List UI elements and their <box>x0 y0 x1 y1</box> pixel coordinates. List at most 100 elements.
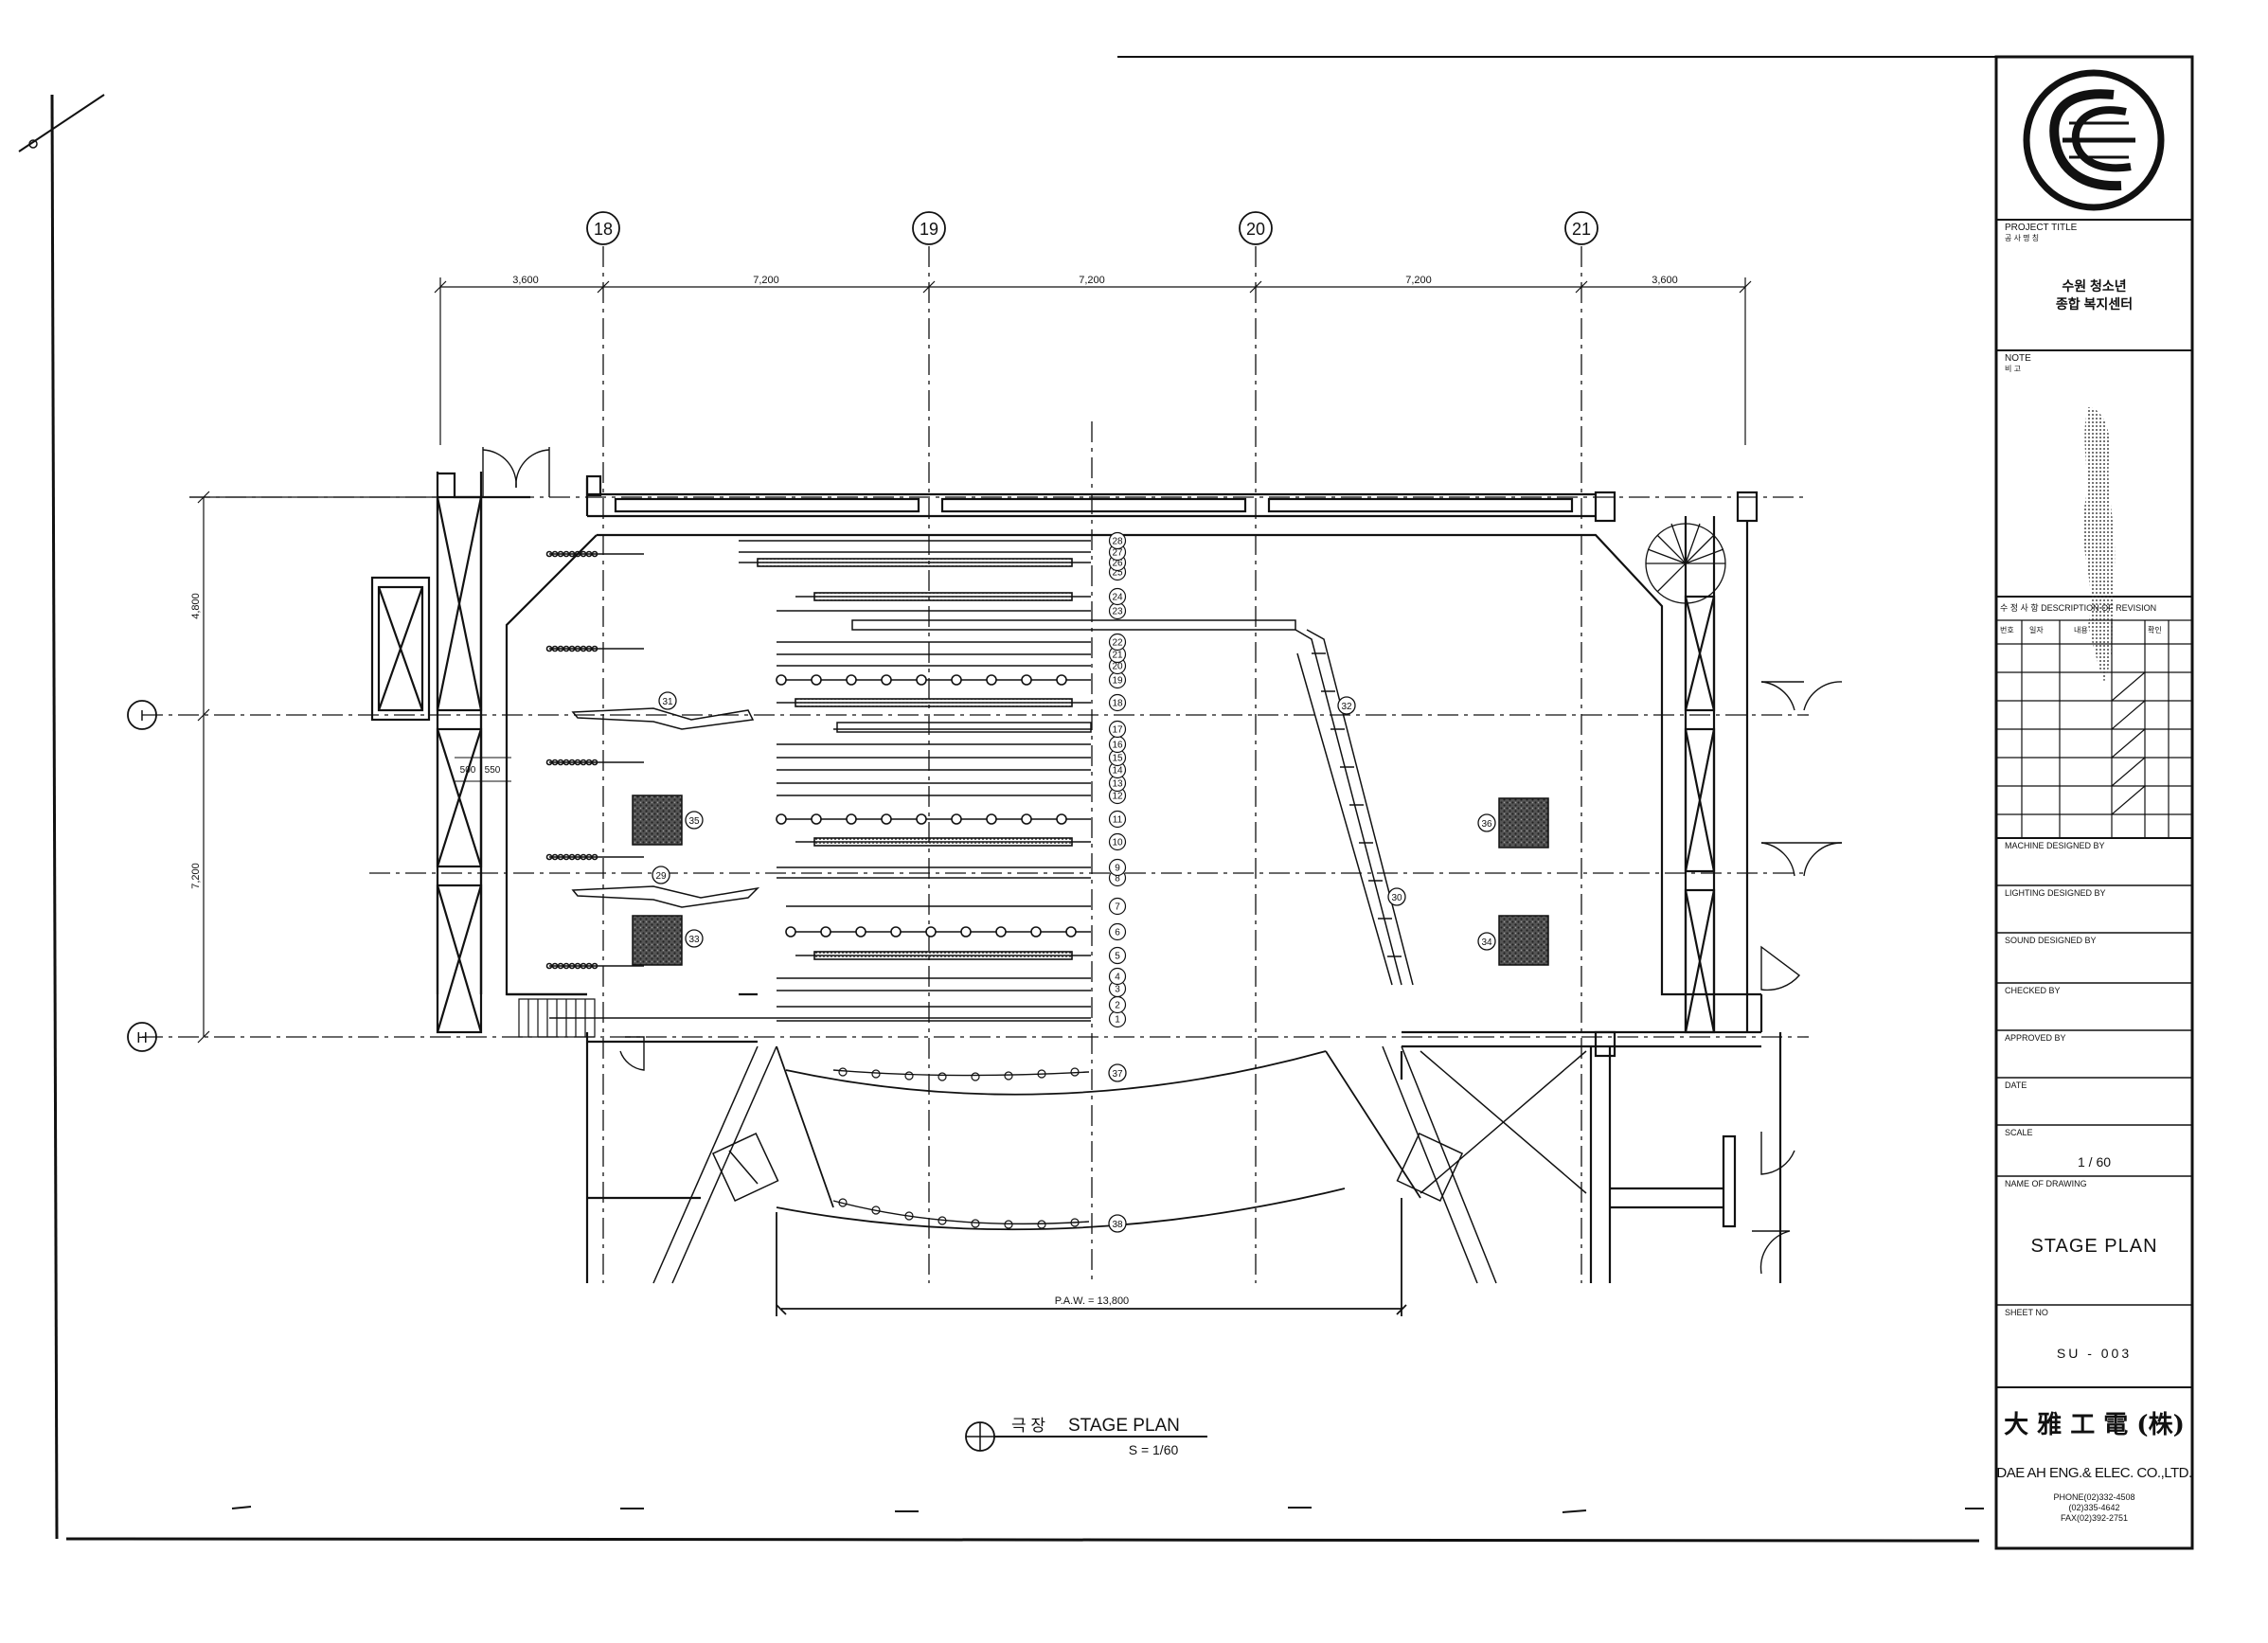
grid-label-I: I <box>140 708 144 724</box>
side-batten-lamp <box>591 550 598 558</box>
side-batten-lamp <box>563 962 570 970</box>
plan-title-name: STAGE PLAN <box>1068 1416 1180 1436</box>
batten-callout-circle <box>1108 946 1127 965</box>
cyc-structure <box>571 619 1414 986</box>
side-batten-lamp <box>568 645 576 652</box>
lantern <box>1056 813 1067 825</box>
dim-left-1: 4,800 <box>190 593 202 619</box>
lantern <box>960 926 972 938</box>
batten-callout-19: 19 <box>1112 676 1123 687</box>
batten-callout-circle <box>1108 810 1127 829</box>
grid-labels: 18 19 20 21 I H <box>136 220 1591 1046</box>
side-batten-lamp <box>580 550 587 558</box>
side-batten-lamp <box>545 645 553 652</box>
dim-top-3: 7,200 <box>1079 275 1105 286</box>
lantern <box>820 926 831 938</box>
lantern <box>925 926 937 938</box>
side-batten-lamp <box>557 645 564 652</box>
company-fax: FAX(02)392-2751 <box>2060 1513 2129 1523</box>
callout-34: 34 <box>1481 938 1492 948</box>
side-batten-lamp <box>568 853 576 861</box>
side-batten-lamp <box>545 962 553 970</box>
lantern <box>890 926 902 938</box>
revision-col-check: 확인 <box>2148 626 2162 634</box>
top-dimension-line <box>434 277 1752 445</box>
batten-callout-7: 7 <box>1115 902 1120 913</box>
grid-lines <box>142 246 1809 1283</box>
dim-top-4: 7,200 <box>1405 275 1432 286</box>
project-name-line1: 수원 청소년 <box>2062 278 2127 294</box>
machine-designed-label: MACHINE DESIGNED BY <box>2005 841 2105 850</box>
batten-callout-13: 13 <box>1112 779 1123 790</box>
side-batten-lamp <box>545 759 553 766</box>
side-batten-lamp <box>557 759 564 766</box>
lantern <box>846 813 857 825</box>
side-batten-lamp <box>585 853 593 861</box>
side-batten-lamp <box>574 645 581 652</box>
batten-callout-24: 24 <box>1112 593 1123 603</box>
company-hanja: 大 雅 工 電 (株) <box>2004 1411 2185 1439</box>
border-marks <box>231 1506 1984 1513</box>
side-batten-lamp <box>585 645 593 652</box>
batten-callouts: 1234567891011121314151617181920212223242… <box>1108 531 1127 1028</box>
batten-callout-circle <box>1108 587 1127 606</box>
grid-bubbles <box>127 211 1598 1052</box>
company-phone-2: (02)335-4642 <box>2068 1503 2120 1512</box>
batten-callout-25: 25 <box>1112 568 1123 579</box>
side-batten-lamp <box>545 853 553 861</box>
dim-small-1: 500 <box>460 765 476 776</box>
side-batten-lamp <box>580 853 587 861</box>
batten-callout-circle <box>1108 967 1127 986</box>
company-phone-1: PHONE(02)332-4508 <box>2053 1492 2135 1502</box>
project-title-label: PROJECT TITLE <box>2005 223 2078 233</box>
batten-callout-18: 18 <box>1112 699 1123 709</box>
lantern <box>951 674 962 686</box>
callout-35: 35 <box>688 816 700 827</box>
side-batten-lamp <box>568 550 576 558</box>
batten-pipe <box>795 698 1073 707</box>
lantern <box>881 674 892 686</box>
side-batten-lamp <box>563 550 570 558</box>
batten-callout-circle <box>1108 897 1127 916</box>
batten-callout-22: 22 <box>1112 638 1123 649</box>
side-batten-lamp <box>591 962 598 970</box>
batten-callout-3: 3 <box>1115 985 1120 995</box>
batten-pipe <box>813 951 1073 960</box>
revision-header: 수 정 사 항 DESCRIPTION OF REVISION <box>2000 603 2157 613</box>
lantern <box>1065 926 1077 938</box>
batten-callout-23: 23 <box>1112 607 1123 617</box>
side-batten-lamp <box>568 759 576 766</box>
side-batten-lamp <box>574 550 581 558</box>
project-name-line2: 종합 복지센터 <box>2055 296 2134 312</box>
side-batten-lamp <box>551 645 559 652</box>
approved-label: APPROVED BY <box>2005 1033 2066 1043</box>
small-dimension <box>455 757 511 782</box>
lantern <box>951 813 962 825</box>
batten-pipe <box>813 837 1073 847</box>
side-batten-lamp <box>557 962 564 970</box>
batten-callout-17: 17 <box>1112 725 1123 736</box>
batten-callout-6: 6 <box>1115 928 1120 938</box>
lantern <box>855 926 866 938</box>
lantern <box>916 813 927 825</box>
callout-30: 30 <box>1391 893 1402 903</box>
columns <box>632 795 1549 966</box>
side-batten-lamp <box>557 550 564 558</box>
dim-paw: P.A.W. = 13,800 <box>1055 1295 1129 1307</box>
side-batten-lamp <box>574 962 581 970</box>
walls <box>370 472 1782 1283</box>
side-batten-lamp <box>580 962 587 970</box>
grid-label-21: 21 <box>1572 220 1591 239</box>
fly-battens <box>545 540 1091 1022</box>
revision-col-date: 일자 <box>2029 626 2044 634</box>
drawing-name: STAGE PLAN <box>2030 1236 2158 1257</box>
scale-value: 1 / 60 <box>2077 1154 2112 1170</box>
side-batten-lamp <box>551 853 559 861</box>
callout-33: 33 <box>688 935 700 945</box>
revision-col-no: 번호 <box>2000 626 2014 634</box>
lantern <box>995 926 1007 938</box>
batten-callout-26: 26 <box>1112 559 1123 569</box>
revision-grid <box>1996 619 2192 838</box>
batten-callout-28: 28 <box>1112 537 1123 547</box>
batten-callout-21: 21 <box>1112 651 1123 661</box>
